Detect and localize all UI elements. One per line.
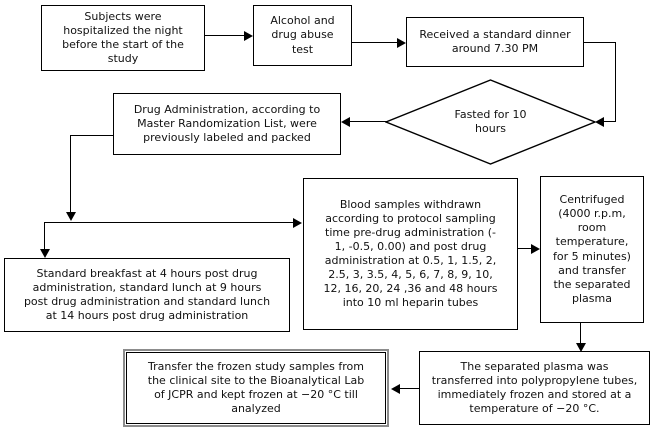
node-subjects-hospitalized[interactable]: Subjects were hospitalized the night bef… (41, 5, 205, 71)
node-label: Received a standard dinner around 7.30 P… (419, 27, 571, 55)
node-plasma-transferred[interactable]: The separated plasma was transferred int… (419, 351, 650, 425)
node-drug-administration[interactable]: Drug Administration, according to Master… (113, 93, 341, 155)
edge-junction-to-meals-line (44, 222, 46, 250)
node-alcohol-drug-abuse-test[interactable]: Alcohol and drug abuse test (253, 5, 352, 66)
edge-plasma-to-ship-arrowhead (391, 384, 400, 394)
node-blood-samples-withdrawn[interactable]: Blood samples withdrawn according to pro… (303, 178, 518, 330)
node-label: Alcohol and drug abuse test (270, 14, 335, 56)
edge-drug-admin-arrowhead (66, 212, 76, 221)
node-label: The separated plasma was transferred int… (431, 359, 638, 416)
edge-dinner-to-fasted-line-vertical (615, 42, 617, 122)
node-transfer-frozen-samples[interactable]: Transfer the frozen study samples from t… (122, 348, 390, 428)
edge-dinner-to-fasted-arrowhead (595, 117, 604, 127)
edge-fasted-to-drug-admin-line (350, 121, 387, 123)
edge-plasma-to-ship-line (400, 388, 420, 390)
node-label: Drug Administration, according to Master… (133, 102, 321, 145)
node-centrifuged[interactable]: Centrifuged (4000 r.p.m, room temperatur… (540, 176, 644, 323)
edge-drug-admin-exit-line (70, 135, 114, 137)
node-fasted-for-10-hours[interactable]: Fasted for 10 hours (385, 79, 596, 165)
edge-junction-bus-line (44, 222, 294, 224)
node-label: Centrifuged (4000 r.p.m, room temperatur… (553, 193, 631, 305)
node-label: Transfer the frozen study samples from t… (147, 359, 365, 416)
edge-blood-samples-to-centrifuged-arrowhead (531, 244, 540, 254)
edge-hospitalized-to-alcohol-line (205, 35, 245, 37)
node-label: Fasted for 10 hours (454, 107, 527, 135)
node-label: Standard breakfast at 4 hours post drug … (23, 266, 271, 323)
edge-blood-samples-to-centrifuged-line (518, 248, 532, 250)
edge-junction-to-blood-samples-arrowhead (293, 218, 302, 228)
edge-alcohol-to-dinner-arrowhead (397, 38, 406, 48)
edge-centrifuged-to-plasma-line (580, 323, 582, 344)
edge-centrifuged-to-plasma-arrowhead (576, 343, 586, 352)
node-standard-meals[interactable]: Standard breakfast at 4 hours post drug … (4, 258, 290, 332)
node-label: Blood samples withdrawn according to pro… (323, 197, 498, 310)
edge-alcohol-to-dinner-line (352, 42, 398, 44)
edge-fasted-to-drug-admin-arrowhead (341, 117, 350, 127)
node-label: Subjects were hospitalized the night bef… (62, 9, 184, 66)
edge-junction-to-meals-arrowhead (40, 249, 50, 258)
edge-hospitalized-to-alcohol-arrowhead (244, 31, 253, 41)
diamond-shape-icon (385, 79, 596, 165)
edge-drug-admin-down-line (70, 135, 72, 213)
edge-dinner-to-fasted-line-bottom (604, 121, 616, 123)
node-received-standard-dinner[interactable]: Received a standard dinner around 7.30 P… (406, 17, 584, 67)
edge-dinner-to-fasted-line-top (584, 42, 616, 44)
